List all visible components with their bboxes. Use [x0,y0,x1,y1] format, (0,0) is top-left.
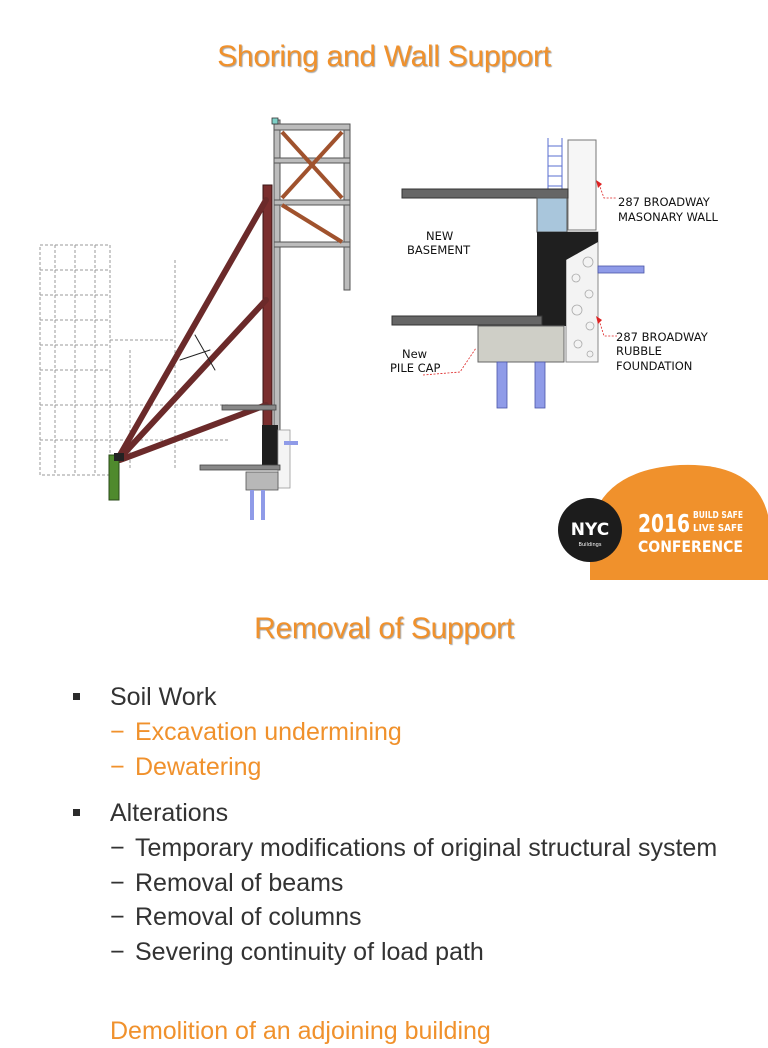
square-bullet-icon [73,693,80,700]
raking-shores [117,184,273,463]
sub-list-soil-work: −Excavation undermining −Dewatering [110,715,750,784]
sub-item: −Severing continuity of load path [110,937,484,966]
bullet-label: Soil Work [110,683,217,711]
shoring-diagram: 287 BROADWAY MASONARY WALL NEW BASEMENT … [39,117,768,580]
label-pile-cap-2: PILE CAP [390,361,441,375]
label-pile-cap-1: New [402,347,427,361]
conference-badge: NYC Buildings 2016 BUILD SAFE LIVE SAFE … [558,464,768,580]
sub-item: −Excavation undermining [110,718,402,746]
slide-title-removal: Removal of Support [254,612,514,645]
sub-item: −Temporary modifications of original str… [110,834,718,862]
badge-conference: CONFERENCE [638,537,743,556]
frame-foundation [199,404,298,520]
bullet-soil-work: Soil Work −Excavation undermining −Dewat… [70,680,750,784]
nyc-logo-icon [558,498,622,562]
bullet-alterations: Alterations −Temporary modifications of … [70,796,750,969]
label-rubble-3: FOUNDATION [616,359,692,373]
foundation-detail [391,138,645,409]
label-rubble-1: 287 BROADWAY [616,330,709,344]
label-new-basement-2: BASEMENT [407,243,471,257]
badge-tagline-1: BUILD SAFE [693,510,743,521]
kicker-block [108,454,120,501]
label-masonry-wall-2: MASONARY WALL [618,210,719,224]
sub-list-alterations: −Temporary modifications of original str… [110,831,750,969]
nyc-logo-text: NYC [571,520,609,540]
square-bullet-icon [73,809,80,816]
bullet-list: Soil Work −Excavation undermining −Dewat… [70,680,750,969]
bullet-label: Alterations [110,799,229,827]
slide-title-shoring: Shoring and Wall Support [217,40,551,73]
label-rubble-2: RUBBLE [616,344,662,358]
label-masonry-wall-1: 287 BROADWAY [618,195,711,209]
shore-base [114,453,124,461]
cut-off-sub-item: Demolition of an adjoining building [110,1017,491,1045]
badge-year: 2016 [638,509,690,538]
sub-item: −Removal of beams [110,868,344,897]
steel-frame [271,117,351,441]
adjacent-building-sketch [39,244,230,476]
badge-tagline-2: LIVE SAFE [693,523,743,534]
label-new-basement-1: NEW [426,229,453,243]
nyc-logo-subtext: Buildings [579,542,602,548]
sub-item: −Dewatering [110,752,262,781]
sub-item: −Removal of columns [110,903,362,931]
